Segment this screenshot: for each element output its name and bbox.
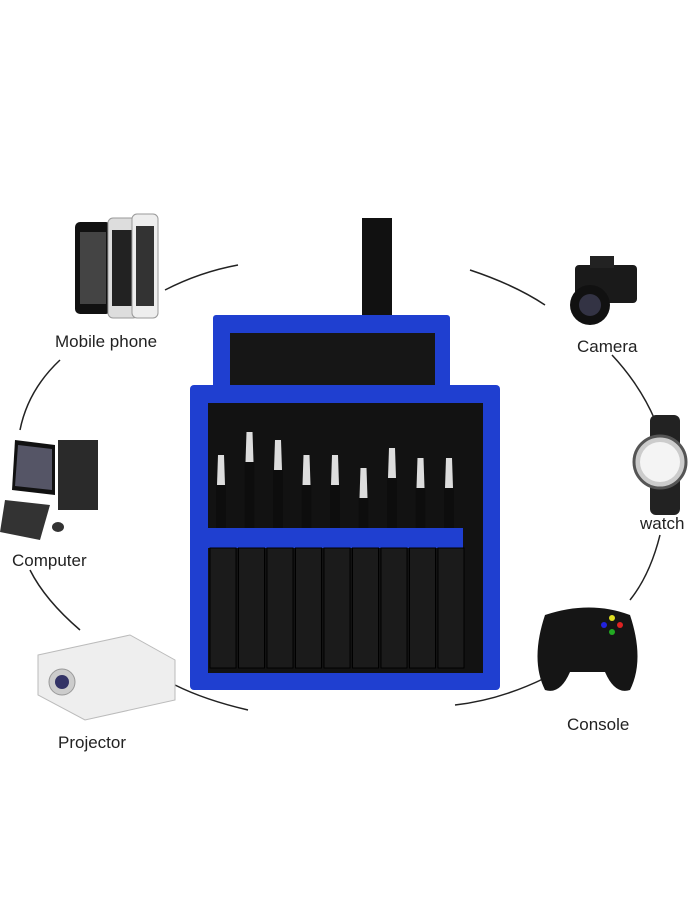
label-console: Console xyxy=(567,715,630,734)
tweezer-tip xyxy=(331,455,339,485)
tweezer-tip xyxy=(416,458,425,488)
pocket xyxy=(323,547,351,669)
console-icon xyxy=(537,607,638,691)
pocket xyxy=(380,547,408,669)
camera-icon xyxy=(570,256,637,325)
projector-icon xyxy=(37,634,176,721)
tweezer-pouch xyxy=(190,218,500,690)
label-projector: Projector xyxy=(58,733,127,752)
label-camera: Camera xyxy=(577,337,638,356)
connector-arcs xyxy=(19,264,661,711)
tweezer-body xyxy=(444,488,454,550)
tweezer-body xyxy=(358,498,369,550)
tweezer-tip xyxy=(274,440,282,470)
tweezer-body xyxy=(216,485,226,550)
tweezer-body xyxy=(387,478,397,550)
pocket xyxy=(266,547,294,669)
tweezer-tip xyxy=(245,432,254,462)
label-watch: watch xyxy=(640,514,685,533)
tweezer-tip xyxy=(302,455,311,485)
tweezer-body xyxy=(415,488,426,550)
pocket xyxy=(437,547,465,669)
tweezer-tip xyxy=(388,448,396,478)
pocket xyxy=(352,547,379,669)
mobile-phone-icon xyxy=(75,213,159,319)
tweezers xyxy=(216,432,454,550)
tweezer-body xyxy=(244,462,255,550)
tweezer-body xyxy=(301,485,312,550)
pocket xyxy=(209,547,237,669)
tweezer-tip xyxy=(217,455,225,485)
pocket xyxy=(409,547,436,669)
pocket xyxy=(238,547,265,669)
label-computer: Computer xyxy=(12,551,87,570)
tweezer-body xyxy=(273,470,283,550)
computer-icon xyxy=(0,440,98,540)
watch-icon xyxy=(632,415,688,515)
pockets xyxy=(209,547,465,669)
label-mobile-phone: Mobile phone xyxy=(55,332,158,351)
tweezer-body xyxy=(330,485,340,550)
tweezer-tip xyxy=(359,468,368,498)
pocket xyxy=(295,547,322,669)
pocket-band xyxy=(208,528,463,548)
pouch-strap xyxy=(362,218,392,328)
tweezer-tip xyxy=(445,458,453,488)
